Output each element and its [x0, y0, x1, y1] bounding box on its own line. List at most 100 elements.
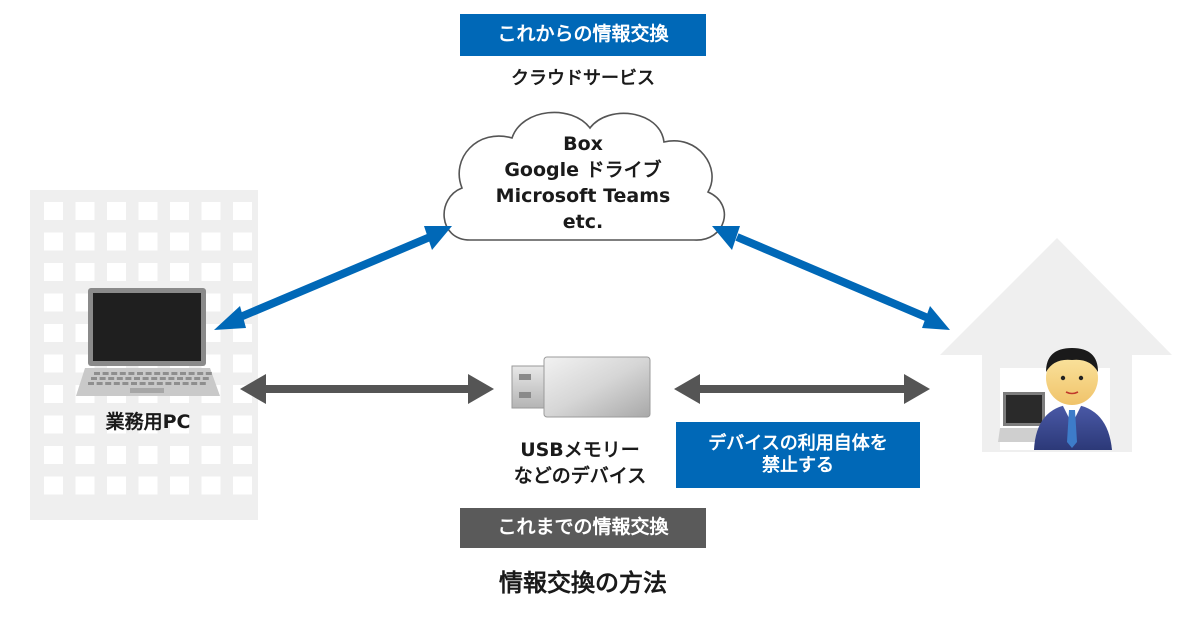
- cloud-icon: [443, 111, 726, 241]
- laptop-icon: [76, 288, 220, 396]
- building-window: [201, 232, 221, 251]
- building-window: [44, 415, 63, 434]
- keyboard-key: [202, 377, 209, 380]
- arrow-office-cloud: [214, 226, 452, 330]
- building-window: [138, 476, 158, 495]
- building-window: [233, 263, 252, 281]
- building-window: [44, 476, 63, 495]
- keyboard-key: [137, 372, 143, 375]
- future-exchange-label: これからの情報交換: [460, 14, 706, 56]
- arrow-office-usb: [240, 374, 494, 404]
- keyboard-key: [177, 377, 183, 380]
- keyboard-key: [188, 372, 195, 375]
- keyboard-key: [182, 382, 189, 385]
- building-window: [138, 202, 158, 220]
- keyboard-key: [94, 372, 100, 375]
- keyboard-key: [145, 372, 152, 375]
- arrow-usb-home: [674, 374, 930, 404]
- building-window: [170, 263, 189, 281]
- building-window: [44, 354, 63, 373]
- device-ban-note-line1: デバイスの利用自体を: [708, 432, 888, 454]
- building-window: [201, 415, 221, 434]
- arrow-cloud-home: [712, 226, 950, 330]
- keyboard-key: [131, 382, 137, 385]
- building-window: [107, 232, 126, 251]
- building-window: [75, 263, 95, 281]
- keyboard-key: [125, 377, 132, 380]
- building-window: [44, 324, 63, 342]
- building-window: [233, 232, 252, 251]
- keyboard-key: [168, 377, 175, 380]
- building-window: [233, 354, 252, 373]
- building-window: [75, 415, 95, 434]
- device-ban-note: デバイスの利用自体を 禁止する: [676, 422, 920, 488]
- building-window: [138, 446, 158, 464]
- keyboard-key: [191, 382, 198, 385]
- keyboard-key: [205, 372, 212, 375]
- keyboard-key: [111, 372, 118, 375]
- building-window: [75, 476, 95, 495]
- building-window: [138, 263, 158, 281]
- keyboard-key: [88, 382, 94, 385]
- keyboard-key: [171, 372, 178, 375]
- building-window: [170, 232, 189, 251]
- building-window: [107, 202, 126, 220]
- keyboard-key: [162, 372, 169, 375]
- building-window: [107, 415, 126, 434]
- keyboard-key: [99, 377, 106, 380]
- keyboard-key: [199, 382, 206, 385]
- keyboard-key: [134, 377, 140, 380]
- keyboard-key: [148, 382, 155, 385]
- keyboard-key: [113, 382, 120, 385]
- keyboard-key: [151, 377, 158, 380]
- keyboard-key: [159, 377, 166, 380]
- keyboard-key: [156, 382, 163, 385]
- building-window: [170, 415, 189, 434]
- building-window: [107, 476, 126, 495]
- building-window: [170, 202, 189, 220]
- building-window: [75, 446, 95, 464]
- keyboard-key: [105, 382, 112, 385]
- keyboard-key: [174, 382, 180, 385]
- keyboard-key: [91, 377, 97, 380]
- building-window: [138, 232, 158, 251]
- keyboard-key: [122, 382, 129, 385]
- building-window: [233, 293, 252, 312]
- keyboard-key: [139, 382, 146, 385]
- usb-stick-icon: [511, 356, 651, 418]
- building-window: [44, 232, 63, 251]
- device-ban-note-line2: 禁止する: [762, 455, 834, 476]
- building-window: [75, 202, 95, 220]
- diagram-caption: 情報交換の方法: [499, 569, 667, 597]
- building-window: [233, 415, 252, 434]
- building-window: [233, 446, 252, 464]
- keyboard-key: [128, 372, 135, 375]
- keyboard-key: [154, 372, 161, 375]
- service-etc: etc.: [562, 211, 604, 233]
- service-box: Box: [563, 133, 603, 155]
- office-pc-label: 業務用PC: [105, 411, 191, 433]
- building-window: [44, 385, 63, 403]
- keyboard-key: [119, 372, 126, 375]
- building-window: [233, 202, 252, 220]
- cloud-service-list: Box Google ドライブ Microsoft Teams etc.: [450, 131, 716, 235]
- building-window: [44, 263, 63, 281]
- building-window: [201, 202, 221, 220]
- service-microsoft-teams: Microsoft Teams: [495, 185, 671, 207]
- usb-device-label-line1: USBメモリー: [520, 439, 640, 461]
- office-building-icon: [30, 190, 258, 520]
- keyboard-key: [165, 382, 172, 385]
- building-window: [233, 476, 252, 495]
- building-window: [44, 202, 63, 220]
- home-laptop-icon: [998, 392, 1050, 442]
- building-window: [201, 263, 221, 281]
- keyboard-key: [116, 377, 123, 380]
- keyboard-key: [142, 377, 149, 380]
- keyboard-key: [108, 377, 115, 380]
- building-window: [201, 446, 221, 464]
- building-window: [201, 293, 221, 312]
- building-window: [44, 446, 63, 464]
- keyboard-key: [96, 382, 103, 385]
